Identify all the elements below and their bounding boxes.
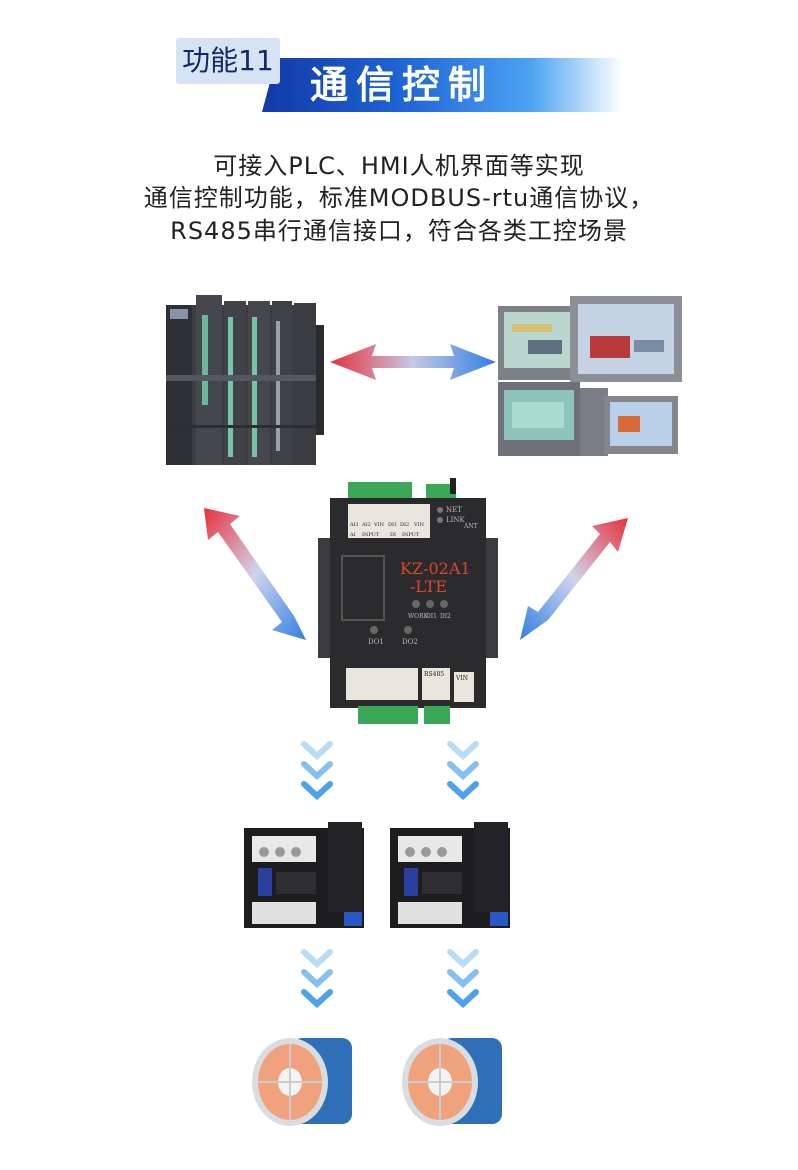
terminal-label-vin-1: VIN (373, 522, 385, 528)
axial-fan-image (252, 1038, 352, 1126)
plc-device-arrow (204, 508, 306, 640)
kz-02a1-lte-device: NET LINK ANT KZ-02A1 -LTE WORK DI1 DI2 D… (318, 478, 498, 724)
model-line-1: KZ-02A1 (400, 559, 471, 578)
group-label-input-1: INPUT (362, 532, 380, 538)
axial-fan-image (402, 1038, 502, 1126)
group-label-di: DI (390, 532, 396, 538)
plc-hmi-arrow (330, 344, 496, 380)
group-label-ai: AI (349, 532, 356, 538)
chevron-down-icon (447, 949, 479, 1009)
feature-number-badge: 功能11 (176, 38, 280, 84)
contactor-image (244, 822, 364, 928)
link-label: LINK (446, 516, 466, 524)
top-terminal-labels: AI1 AI2 VIN DI1 DI2 VIN AI INPUT DI INPU… (349, 522, 425, 538)
description-line-2: 通信控制功能，标准MODBUS-rtu通信协议， (143, 184, 655, 212)
plc-rack-image (166, 295, 324, 465)
page-title: 通信控制 (310, 63, 495, 107)
do2-label: DO2 (402, 638, 418, 646)
contactor-image (390, 822, 510, 928)
model-line-2: -LTE (410, 577, 447, 596)
group-label-input-2: INPUT (402, 532, 420, 538)
title-banner (262, 58, 622, 112)
description-line-3: RS485串行通信接口，符合各类工控场景 (170, 217, 628, 245)
net-label: NET (446, 506, 462, 514)
terminal-label-ai1: AI1 (349, 522, 359, 528)
vin-label: VIN (455, 675, 468, 682)
di2-led-label: DI2 (440, 613, 451, 620)
work-label: WORK (408, 613, 429, 620)
description-line-1: 可接入PLC、HMI人机界面等实现 (213, 152, 585, 180)
rs485-label: RS485 (424, 671, 444, 678)
terminal-label-vin-2: VIN (413, 522, 425, 528)
di1-led-label: DI1 (426, 613, 437, 620)
hmi-screens-image (498, 296, 682, 456)
chevron-down-icon (447, 741, 479, 801)
terminal-label-di2: DI2 (400, 522, 409, 528)
do1-label: DO1 (368, 638, 384, 646)
terminal-label-di1: DI1 (388, 522, 397, 528)
terminal-label-ai2: AI2 (361, 522, 371, 528)
chevron-down-icon (301, 741, 333, 801)
chevron-down-icon (301, 949, 333, 1009)
hmi-device-arrow (520, 518, 628, 640)
ant-label: ANT (463, 523, 478, 530)
